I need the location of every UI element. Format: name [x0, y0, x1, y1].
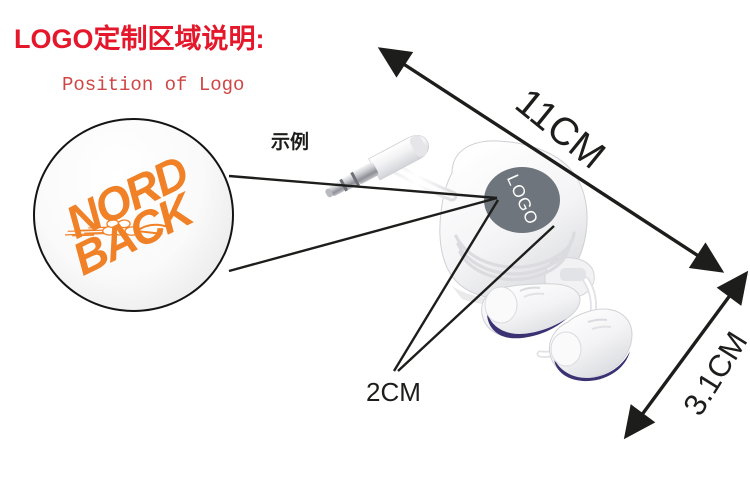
dimension-line-height [623, 270, 749, 440]
dimension-label-logo-area: 2CM [366, 377, 421, 407]
page-title: LOGO定制区域说明: [14, 24, 265, 54]
callout-2cm-leader-lines [392, 199, 555, 372]
logo-artwork: NORD BACK [45, 143, 222, 295]
example-label: 示例 [271, 132, 310, 153]
earbud-left [481, 283, 581, 339]
page-subtitle: Position of Logo [62, 74, 245, 96]
dimension-line-length [377, 47, 725, 273]
logo-magnifier-circle: NORD BACK [33, 118, 234, 312]
magnifier-leader-lines [228, 174, 498, 273]
wheat-stalk-icon [64, 219, 168, 237]
